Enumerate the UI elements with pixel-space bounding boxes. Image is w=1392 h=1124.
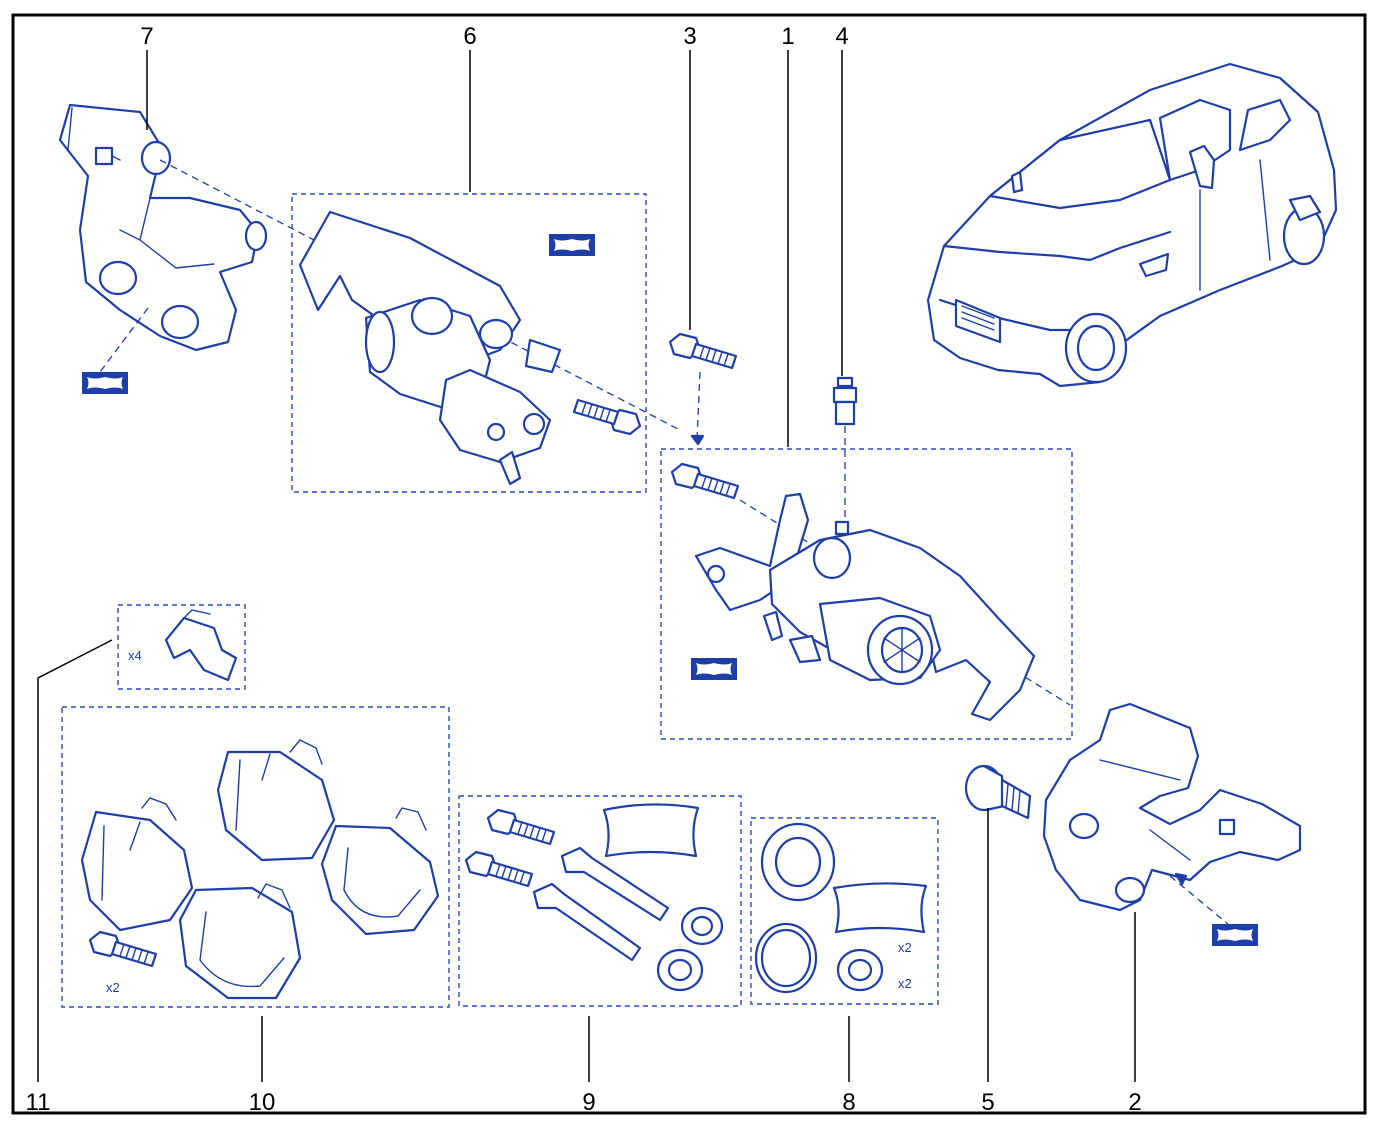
bolt-icon <box>88 930 158 968</box>
callout-9: 9 <box>582 1089 595 1116</box>
bushing-icon <box>836 948 884 992</box>
bolt-icon <box>668 332 738 370</box>
group-box-9 <box>458 795 742 1007</box>
group-box-10 <box>61 706 450 1008</box>
bushing-icon <box>964 764 1032 820</box>
brake-pad-icon <box>80 739 440 1000</box>
group-box-11 <box>117 604 246 690</box>
callout-5: 5 <box>981 1089 994 1116</box>
outer-frame <box>11 13 1367 1115</box>
bolt-icon <box>464 850 534 888</box>
callout-1: 1 <box>781 23 794 50</box>
bushing-icon <box>656 906 724 992</box>
callout-7: 7 <box>140 23 153 50</box>
qty-clips: x4 <box>128 648 142 663</box>
qty-kit8-bushing: x2 <box>898 976 912 991</box>
brake-caliper-icon <box>694 492 1036 722</box>
bleed-screw-icon <box>832 376 858 426</box>
car-icon <box>926 62 1338 388</box>
sachet-icon <box>602 803 700 858</box>
grease-symbol-icon <box>691 658 737 680</box>
callout-11: 11 <box>26 1089 51 1116</box>
callout-3: 3 <box>683 23 696 50</box>
callout-4: 4 <box>835 23 848 50</box>
carrier-bracket-icon <box>58 103 268 352</box>
bolt-icon <box>572 398 642 436</box>
callout-2: 2 <box>1128 1089 1141 1116</box>
callout-8: 8 <box>842 1089 855 1116</box>
grease-symbol-icon <box>1212 924 1258 946</box>
callout-6: 6 <box>463 23 476 50</box>
group-box-8 <box>750 817 939 1005</box>
brake-caliper-icon <box>298 210 562 486</box>
leader-lines <box>37 50 1136 1082</box>
seal-icon <box>754 822 836 994</box>
grease-symbol-icon <box>549 234 595 256</box>
qty-pad-bolts: x2 <box>106 980 120 995</box>
grease-symbol-icon <box>82 372 128 394</box>
bolt-icon <box>670 462 740 500</box>
qty-kit8-sachet: x2 <box>898 940 912 955</box>
slide-pin-icon <box>532 846 670 962</box>
clip-icon <box>164 609 238 682</box>
carrier-bracket-icon <box>1042 702 1302 912</box>
group-box-6 <box>291 193 647 493</box>
sachet-icon <box>832 882 928 934</box>
callout-10: 10 <box>249 1089 276 1116</box>
bolt-icon <box>486 808 556 846</box>
